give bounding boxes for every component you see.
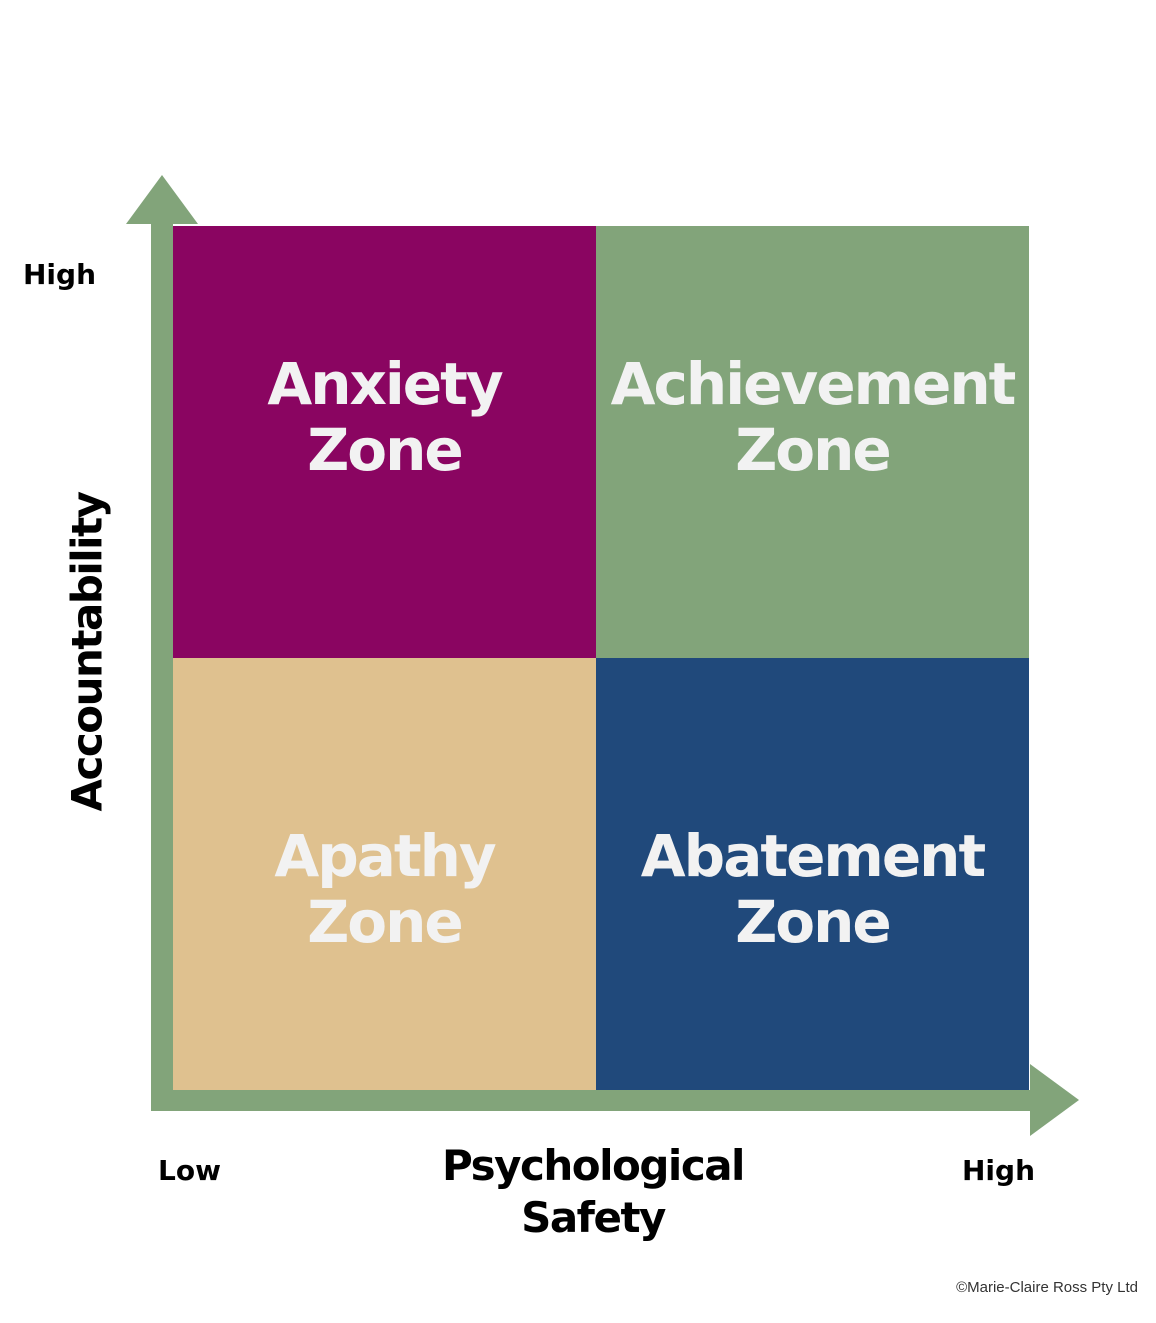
y-axis-arrowhead — [126, 175, 198, 224]
anxiety-zone-subtitle: Zone — [307, 416, 464, 484]
achievement-zone-title: Achievement — [610, 350, 1017, 418]
anxiety-zone-quadrant: Anxiety Zone — [173, 226, 596, 658]
abatement-zone-title: Abatement — [640, 822, 986, 890]
apathy-zone-title: Apathy — [274, 822, 496, 890]
anxiety-zone-title: Anxiety — [267, 350, 503, 418]
y-axis-line — [151, 218, 173, 1110]
achievement-zone-subtitle: Zone — [735, 416, 892, 484]
x-axis-title-line2: Safety — [521, 1193, 666, 1242]
copyright-notice: ©Marie-Claire Ross Pty Ltd — [956, 1279, 1138, 1296]
y-axis-high-label: High — [23, 258, 97, 291]
x-axis-title: Psychological Safety — [398, 1140, 788, 1244]
x-axis-title-line1: Psychological — [442, 1141, 745, 1190]
x-axis-low-label: Low — [158, 1154, 221, 1187]
y-axis-title: Accountability — [62, 492, 112, 812]
x-axis-line — [151, 1090, 1039, 1111]
apathy-zone-quadrant: Apathy Zone — [173, 658, 596, 1090]
apathy-zone-subtitle: Zone — [307, 888, 464, 956]
achievement-zone-quadrant: Achievement Zone — [596, 226, 1029, 658]
abatement-zone-quadrant: Abatement Zone — [596, 658, 1029, 1090]
x-axis-high-label: High — [962, 1154, 1036, 1187]
abatement-zone-subtitle: Zone — [735, 888, 892, 956]
x-axis-arrowhead — [1030, 1064, 1079, 1136]
